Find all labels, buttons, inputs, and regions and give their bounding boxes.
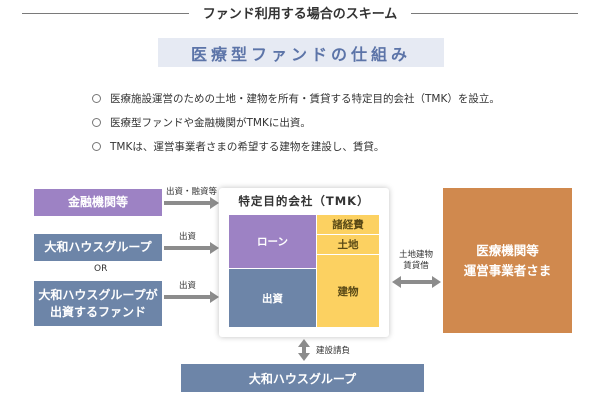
arrow-label-finance: 出資・融資等: [166, 187, 218, 197]
arrow-label-daiwa: 出資: [179, 232, 197, 242]
arrow-contract-line: [302, 346, 306, 354]
arrow-lease-line: [400, 280, 433, 284]
circle-bullet-icon: [92, 118, 101, 127]
expenses-cell: 諸経費: [317, 215, 379, 234]
building-cell: 建物: [317, 255, 379, 327]
arrow-right-icon: [432, 276, 441, 288]
arrow-down-icon: [298, 353, 310, 361]
investment-cell: 出資: [229, 269, 316, 327]
arrow-label-fund: 出資: [179, 281, 197, 291]
arrow-label-contract: 建設請負: [316, 346, 351, 356]
section-banner: 医療型ファンドの仕組み: [158, 38, 444, 67]
arrow-right-icon: [210, 242, 219, 254]
land-cell: 土地: [317, 235, 379, 254]
bullet-item: 医療型ファンドや金融機関がTMKに出資。: [90, 116, 570, 140]
or-label: OR: [94, 264, 108, 274]
arrow-right-icon: [210, 291, 219, 303]
daiwa-fund-box: 大和ハウスグループが 出資するファンド: [34, 281, 162, 326]
page-title: ファンド利用する場合のスキーム: [0, 3, 600, 22]
bullet-item: 医療施設運営のための土地・建物を所有・賃貸する特定目的会社（TMK）を設立。: [90, 92, 570, 116]
circle-bullet-icon: [92, 142, 101, 151]
arrow-fund-line: [164, 295, 211, 299]
daiwa-group-bottom-box: 大和ハウスグループ: [181, 364, 424, 392]
arrow-label-lease: 土地建物 賃貸借: [398, 250, 433, 271]
loan-cell: ローン: [229, 215, 316, 268]
daiwa-group-box: 大和ハウスグループ: [34, 234, 162, 261]
tmk-card: 特定目的会社（TMK） ローン 出資 諸経費 土地 建物: [219, 188, 389, 337]
arrow-up-icon: [298, 339, 310, 347]
arrow-finance-line: [164, 201, 211, 205]
arrow-left-icon: [392, 276, 401, 288]
circle-bullet-icon: [92, 94, 101, 103]
bullet-list: 医療施設運営のための土地・建物を所有・賃貸する特定目的会社（TMK）を設立。 医…: [90, 92, 570, 164]
finance-institution-box: 金融機関等: [34, 189, 162, 216]
arrow-right-icon: [210, 197, 219, 209]
arrow-daiwa-line: [164, 246, 211, 250]
bullet-item: TMKは、運営事業者さまの希望する建物を建設し、賃貸。: [90, 140, 570, 164]
medical-operator-box: 医療機関等 運営事業者さま: [443, 188, 572, 333]
tmk-title: 特定目的会社（TMK）: [238, 194, 370, 208]
